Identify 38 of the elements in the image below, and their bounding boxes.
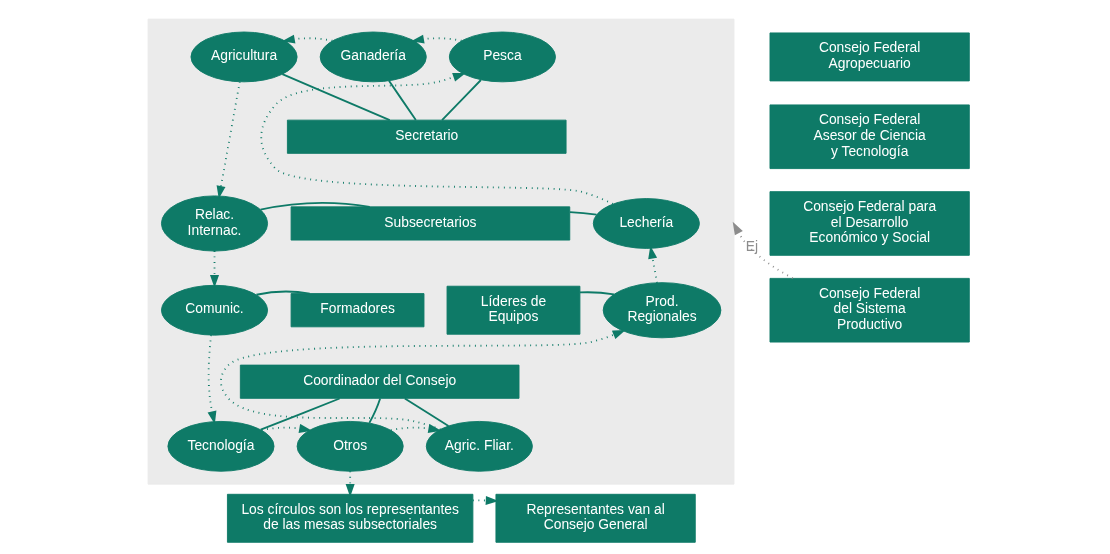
node-box: Consejo Federal para el Desarrollo Económico y Social — [769, 191, 970, 256]
node-ellipse: Comunic. — [161, 284, 269, 336]
arrow — [219, 329, 626, 431]
arrow — [732, 221, 794, 280]
connector — [281, 73, 391, 121]
arrow — [345, 470, 355, 497]
connector — [255, 290, 311, 296]
arrow — [216, 80, 241, 199]
node-box: Consejo Federal Asesor de Ciencia y Tecnología — [769, 104, 970, 170]
connector — [403, 397, 450, 427]
node-box: Coordinador del Consejo — [239, 364, 520, 399]
node-box: Consejo Federal Agropecuario — [769, 32, 970, 82]
arrow — [389, 424, 442, 433]
arrow — [281, 34, 334, 44]
node-ellipse: Relac. Internac. — [161, 195, 269, 252]
arrow — [411, 34, 463, 44]
connector — [259, 202, 371, 211]
arrow — [648, 245, 659, 284]
arrow — [260, 424, 313, 433]
node-box: Formadores — [290, 293, 425, 328]
arrow — [260, 72, 614, 205]
connector — [569, 211, 598, 216]
node-ellipse: Lechería — [592, 198, 700, 249]
node-ellipse: Tecnología — [167, 420, 275, 472]
connector — [259, 397, 341, 431]
node-box: Secretario — [286, 119, 567, 154]
node-box: Líderes de Equipos — [446, 285, 581, 335]
connector — [388, 79, 417, 121]
arrow — [209, 250, 220, 288]
node-box: Consejo Federal del Sistema Productivo — [769, 277, 970, 343]
connector — [579, 291, 615, 296]
edge-label: Ej — [745, 237, 759, 254]
node-box: Representantes van al Consejo General — [495, 493, 696, 543]
arrow — [207, 334, 217, 425]
node-box: Subsecretarios — [290, 206, 571, 241]
node-box: Los círculos son los representantes de las mesas subsectoriales — [226, 493, 474, 543]
connector — [368, 397, 382, 424]
connector — [441, 79, 482, 121]
